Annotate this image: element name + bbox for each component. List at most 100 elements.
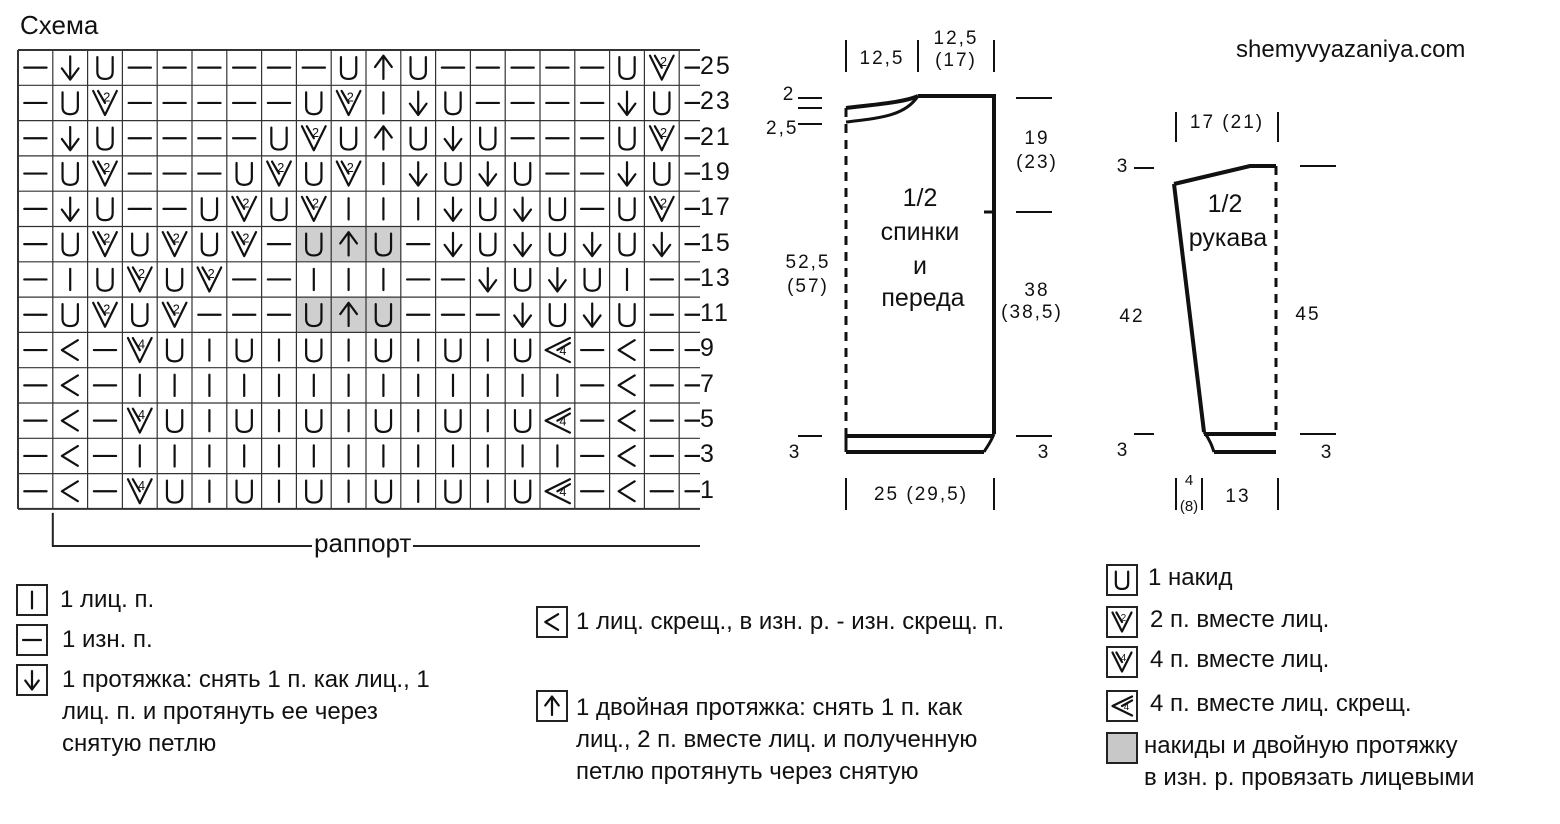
chart-cell-yo (618, 303, 636, 328)
chart-cell-yo (374, 479, 393, 504)
chart-cell-yo (165, 267, 184, 292)
chart-cell-k4c: 4 (544, 478, 572, 505)
legend-text-line: лиц., 2 п. вместе лиц. и полученную (576, 726, 978, 753)
chart-cell-ss (582, 302, 602, 328)
legend-text: 2 п. вместе лиц. (1150, 606, 1330, 633)
row-number: 19 (700, 157, 732, 186)
chart-cell-k2: 2 (92, 231, 118, 258)
sleeve-outline (1134, 112, 1336, 510)
legend-symbol-yo (1106, 564, 1138, 596)
chart-cell-yo (479, 126, 497, 151)
body-label-4: переда (881, 284, 965, 312)
legend-text-line: лиц. п. и протянуть ее через (62, 698, 378, 725)
chart-cell-ss (513, 302, 533, 328)
chart-cell-ss (617, 161, 637, 187)
chart-cell-k2: 2 (231, 195, 258, 222)
chart-cell-ss (547, 267, 567, 293)
chart-cell-dd (373, 54, 393, 81)
dim-neck: 12,5 (859, 48, 905, 69)
chart-cell-cr (617, 409, 636, 432)
chart-cell-yo (131, 303, 149, 328)
dim-sleeve-bottom-a1: 4 (1184, 472, 1194, 489)
legend-text: 1 протяжка: снять 1 п. как лиц., 1 лиц. п… (62, 664, 430, 760)
legend-text-line: петлю протянуть через снятую (576, 758, 919, 785)
chart-cell-k2: 2 (92, 160, 118, 187)
dim-shoulder-2: (17) (935, 50, 977, 71)
chart-cell-k4: 4 (126, 407, 153, 434)
svg-text:2: 2 (103, 161, 110, 175)
dim-armhole-2: (23) (1016, 152, 1058, 173)
body-label-1: 1/2 (902, 184, 938, 212)
svg-text:2: 2 (312, 126, 319, 140)
chart-cell-k4c: 4 (544, 407, 572, 434)
chart-cell-yo (444, 338, 462, 363)
chart-cell-ss (513, 231, 533, 258)
dim-sleeve-bottom-a2: (8) (1179, 498, 1199, 515)
svg-text:2: 2 (103, 232, 110, 246)
sleeve-label-2: рукава (1188, 224, 1268, 252)
chart-cell-k2: 2 (300, 125, 327, 152)
chart-cell-ss (408, 90, 428, 117)
dim-neck-drop-1: 2 (782, 84, 796, 105)
legend-symbol-k4c: 4 (1106, 690, 1138, 722)
legend-text: 1 лиц. п. (60, 586, 155, 613)
chart-cell-ss (582, 231, 602, 258)
chart-cell-cr (60, 409, 79, 432)
chart-cell-k2: 2 (161, 231, 188, 258)
legend-symbol-k (16, 584, 48, 616)
chart-cell-yo (618, 55, 636, 81)
chart-cell-k2: 2 (92, 301, 118, 328)
chart-cell-yo (305, 91, 323, 116)
dim-hem-left: 3 (788, 442, 802, 463)
body-outline (798, 40, 1052, 510)
legend-symbol-dd (536, 690, 568, 722)
chart-cell-yo (165, 479, 184, 504)
svg-text:4: 4 (138, 408, 145, 422)
chart-cell-yo (305, 161, 323, 186)
row-number: 21 (700, 122, 732, 151)
chart-cell-yo (374, 408, 393, 434)
dim-shoulder-1: 12,5 (933, 28, 979, 49)
chart-cell-yo (513, 161, 532, 186)
dim-armhole-1: 19 (1024, 128, 1050, 149)
legend-text: 4 п. вместе лиц. (1150, 646, 1330, 673)
row-number: 25 (700, 52, 732, 80)
dim-neck-drop-2: 2,5 (766, 118, 799, 139)
chart-cell-k2: 2 (196, 266, 223, 293)
svg-text:2: 2 (208, 267, 215, 281)
chart-cell-yo (235, 338, 253, 363)
svg-text:2: 2 (173, 232, 180, 246)
dim-cuff-right: 3 (1320, 442, 1334, 463)
chart-cell-yo (270, 197, 288, 222)
chart-cell-yo (513, 479, 532, 504)
legend-text: 1 лиц. скрещ., в изн. р. - изн. скрещ. п… (576, 608, 1005, 635)
legend-text-line: 1 протяжка: снять 1 п. как лиц., 1 (62, 666, 430, 693)
chart-cell-ss (478, 267, 498, 293)
row-number: 13 (700, 263, 732, 292)
chart-cell-k2: 2 (648, 125, 675, 152)
chart-cell-yo (235, 479, 253, 504)
legend-text-line: накиды и двойную протяжку (1144, 732, 1458, 759)
chart-cell-cr (60, 339, 79, 362)
chart-cell-yo (444, 91, 462, 116)
dim-length-2: (57) (787, 276, 829, 297)
svg-text:2: 2 (347, 161, 354, 175)
chart-cell-cr (617, 480, 636, 503)
sleeve-label-1: 1/2 (1207, 190, 1243, 218)
chart-cell-yo (444, 161, 462, 186)
dim-sleeve-bottom-b: 13 (1225, 486, 1251, 507)
svg-text:2: 2 (660, 126, 667, 140)
chart-cell-ss (443, 231, 463, 258)
chart-cell-yo (305, 338, 323, 363)
chart-cell-dd (331, 226, 366, 262)
chart-cell-ss (60, 196, 80, 222)
chart-cell-k2: 2 (648, 195, 675, 222)
chart-cell-yo (444, 479, 462, 504)
dim-sleeve-cap-drop: 3 (1116, 156, 1130, 177)
chart-cell-yo (96, 267, 114, 292)
legend-symbol-k4: 4 (1106, 646, 1138, 678)
chart-cell-k2: 2 (266, 160, 292, 187)
chart-cell-yo (339, 55, 358, 81)
chart-cell-dd (373, 125, 393, 151)
chart-cell-dd (331, 297, 366, 333)
